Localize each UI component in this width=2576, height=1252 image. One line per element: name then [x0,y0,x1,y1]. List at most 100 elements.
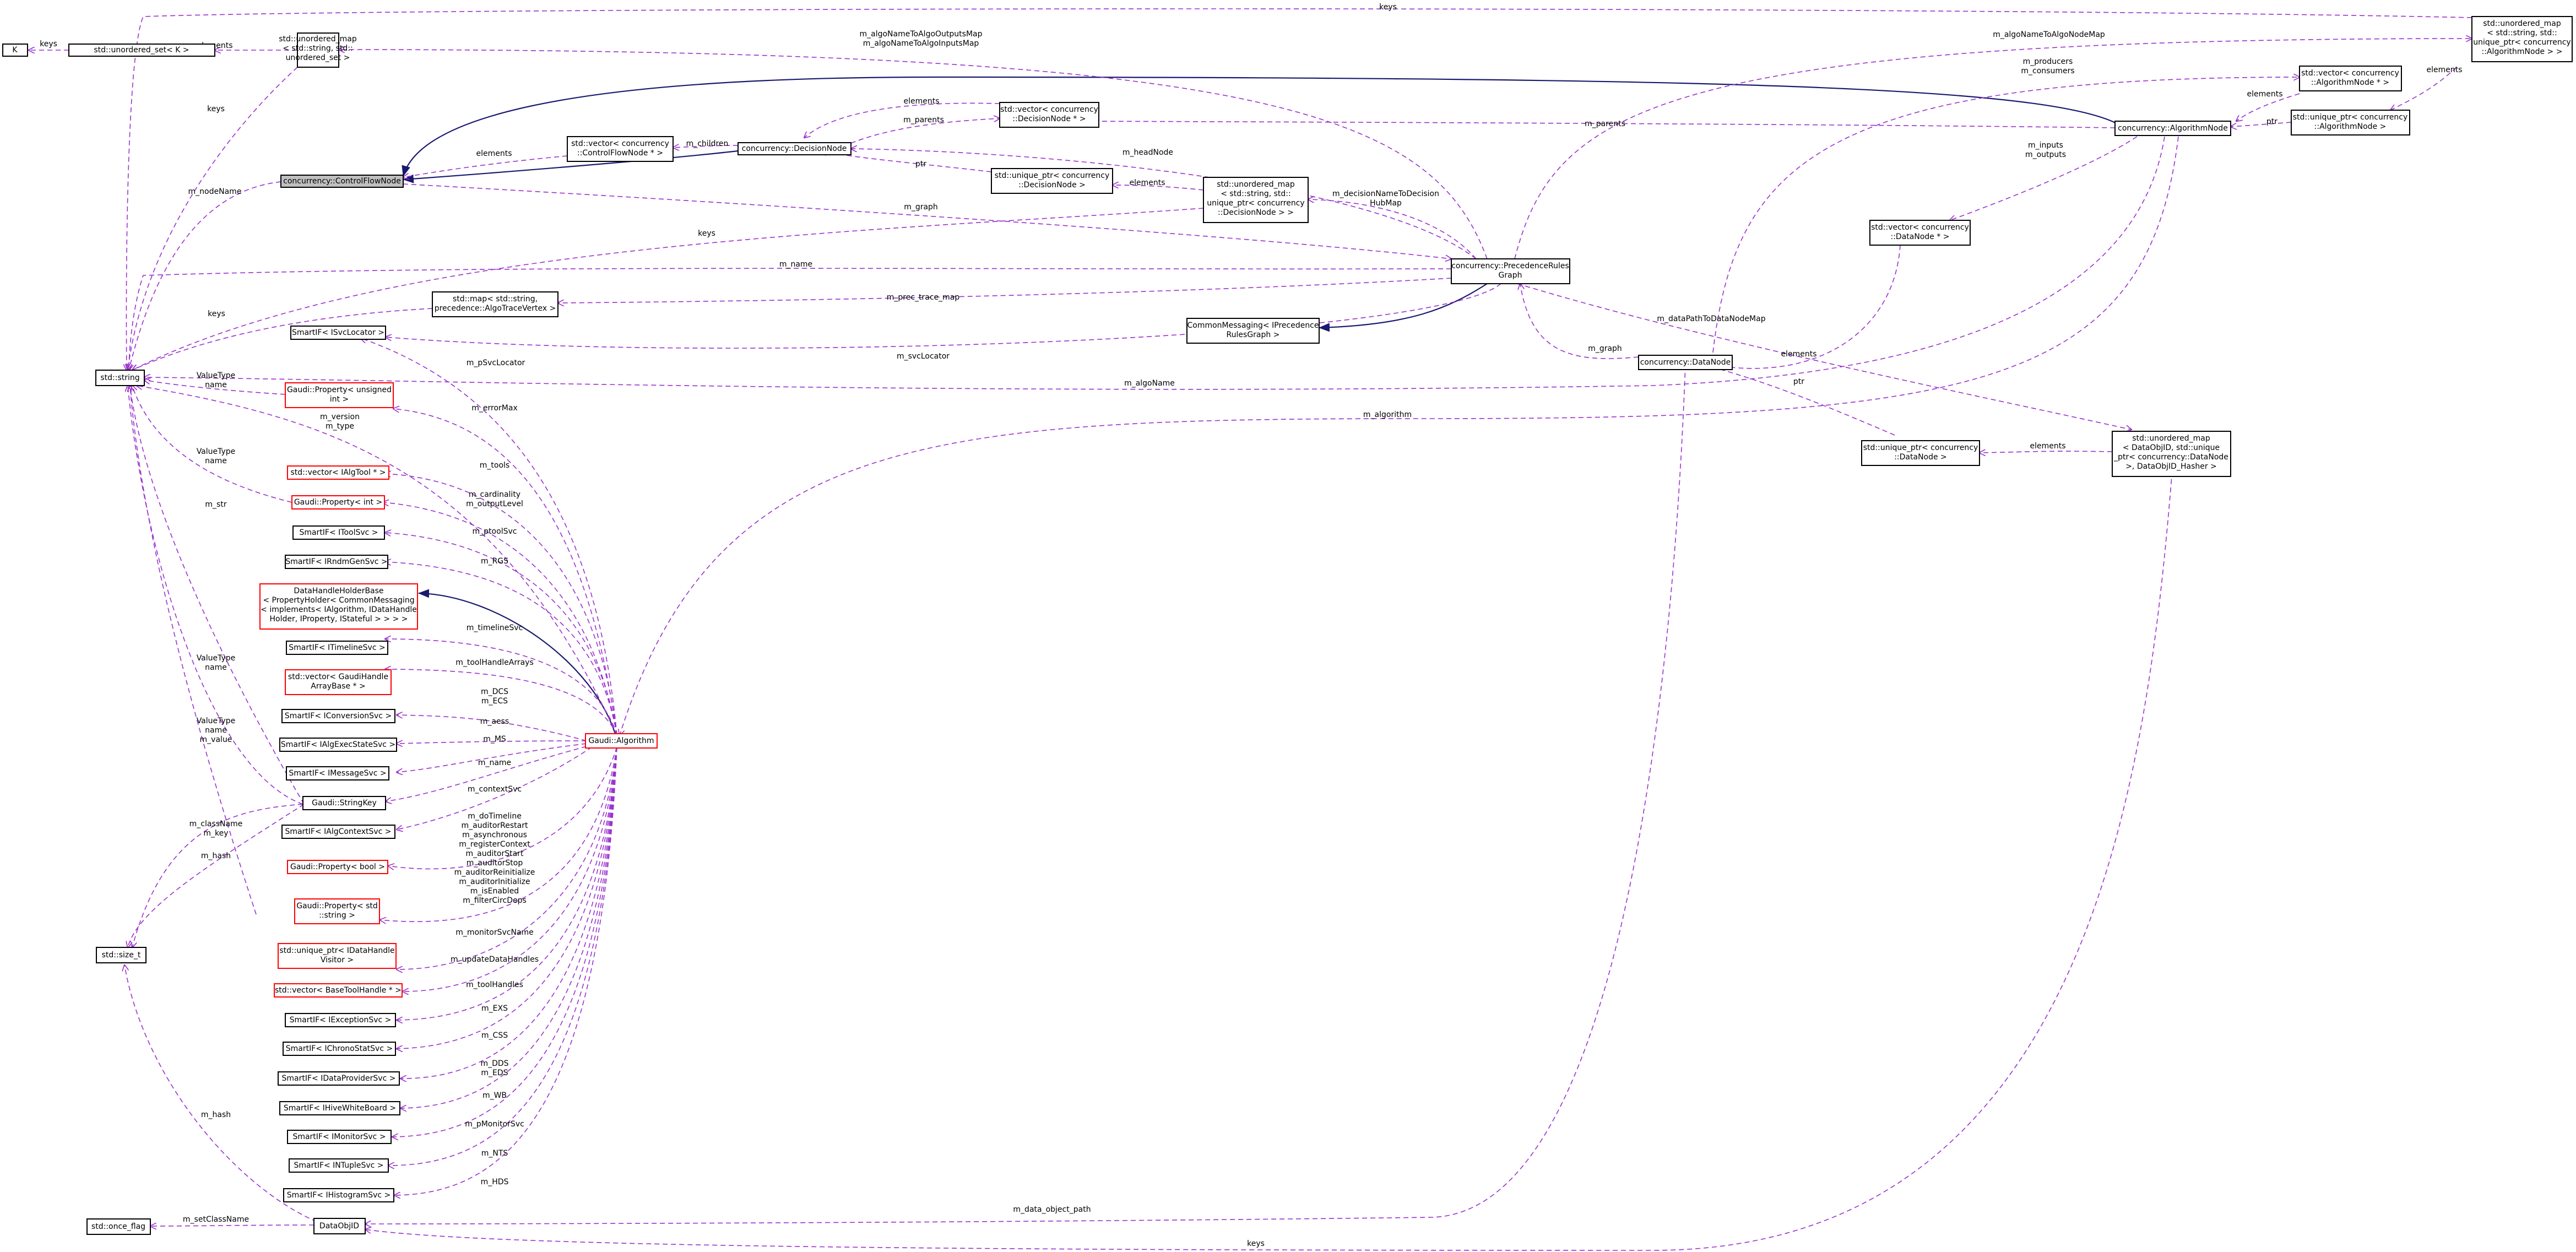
node-property-bool[interactable]: Gaudi::Property< bool > [287,860,388,874]
node-K[interactable]: K [2,44,28,57]
node-smartif-timelinesvc[interactable]: SmartIF< ITimelineSvc > [286,641,388,655]
node-box [283,1042,396,1056]
node-vector-decision-node[interactable]: std::vector< concurrency::DecisionNode *… [999,102,1099,128]
node-gaudi-algorithm[interactable]: Gaudi::Algorithm [585,733,658,749]
node-smartif-monitorsvc[interactable]: SmartIF< IMonitorSvc > [287,1130,392,1144]
node-property-string[interactable]: Gaudi::Property< std::string > [294,898,380,924]
node-box [68,44,215,57]
label-line: std::vector< concurrency [1000,105,1098,114]
edge-elements-an2 [2236,93,2300,121]
node-box [2114,121,2231,136]
label-line: m_algorithm [1363,410,1412,419]
edge-set-class-name [150,1225,314,1226]
label-line: m_filterCircDeps [463,896,527,905]
node-vector-data-node[interactable]: std::vector< concurrency::DataNode * > [1869,220,1971,246]
node-label: std::unordered_map< std::string, std::un… [279,35,357,62]
node-data-node[interactable]: concurrency::DataNode [1638,355,1733,370]
node-unique-ptr-decision-node[interactable]: std::unique_ptr< concurrency::DecisionNo… [991,168,1113,194]
label-line: m_hash [201,852,231,860]
label-line: m_CSS [481,1031,508,1040]
node-datahandleholderbase[interactable]: DataHandleHolderBase< PropertyHolder< Co… [259,583,418,630]
node-smartif-messagesvc[interactable]: SmartIF< IMessageSvc > [286,766,389,781]
node-unique-ptr-algorithm-node[interactable]: std::unique_ptr< concurrency::AlgorithmN… [2291,110,2410,136]
node-decision-node[interactable]: concurrency::DecisionNode [737,142,852,155]
inheritance-edge-datahandleholderbase [418,589,618,740]
node-unique-ptr-data-node[interactable]: std::unique_ptr< concurrency::DataNode > [1861,440,1980,466]
node-unordered-map-decision-node[interactable]: std::unordered_map< std::string, std::un… [1203,177,1309,223]
node-box [278,1071,400,1086]
edge-ms [397,743,587,772]
edge-label-keys-K: keys [40,40,57,48]
node-unordered-set[interactable]: std::unordered_set< K > [68,44,215,57]
edge-label-tool-handles: m_toolHandles [466,980,523,989]
edge-class-key [132,804,303,947]
node-size-t[interactable]: std::size_t [96,947,147,963]
node-vector-basetoolhandle[interactable]: std::vector< BaseToolHandle * > [274,983,403,998]
label-line: std::string [100,373,139,382]
node-gaudi-stringkey[interactable]: Gaudi::StringKey [302,796,386,810]
label-line: std::unique_ptr< concurrency [2293,113,2408,122]
node-map-algo-trace-vertex[interactable]: std::map< std::string,precedence::AlgoTr… [432,291,558,317]
node-label: SmartIF< IHiveWhiteBoard > [284,1104,396,1113]
node-smartif-conversionsvc[interactable]: SmartIF< IConversionSvc > [281,709,395,723]
node-smartif-algexecstatesvc[interactable]: SmartIF< IAlgExecStateSvc > [279,738,397,752]
node-control-flow-node[interactable]: concurrency::ControlFlowNode [280,175,404,188]
node-once-flag[interactable]: std::once_flag [86,1218,151,1235]
node-label: std::string [100,373,139,382]
node-smartif-hivewhiteboard[interactable]: SmartIF< IHiveWhiteBoard > [279,1101,400,1115]
edge-m-hash-upper [128,804,305,947]
node-smartif-toolsvc[interactable]: SmartIF< IToolSvc > [292,525,385,540]
node-label: Gaudi::Property< std::string > [296,902,378,920]
node-label: concurrency::ControlFlowNode [283,177,401,186]
node-dataobjid[interactable]: DataObjID [313,1218,366,1234]
node-box [274,983,403,998]
edge-head-node [851,149,1477,259]
node-smartif-rndmgensvc[interactable]: SmartIF< IRndmGenSvc > [285,555,388,569]
label-line: Gaudi::StringKey [312,799,377,807]
label-line: m_name [478,758,511,767]
node-algorithm-node[interactable]: concurrency::AlgorithmNode [2114,121,2231,136]
node-smartif-exceptionsvc[interactable]: SmartIF< IExceptionSvc > [285,1013,396,1027]
label-line: >, DataObjID_Hasher > [2125,462,2217,471]
label-line: std::unordered_map [279,35,357,44]
node-box [294,898,380,924]
node-label: std::unordered_map< std::string, std::un… [2473,19,2570,56]
edge-label-hds: m_HDS [481,1178,509,1186]
node-smartif-chronostatsvc[interactable]: SmartIF< IChronoStatSvc > [283,1042,396,1056]
node-vector-control-flow-node[interactable]: std::vector< concurrency::ControlFlowNod… [567,136,674,162]
edge-parents-dn [850,118,1000,144]
node-property-int[interactable]: Gaudi::Property< int > [291,495,385,510]
node-vector-ialgtool[interactable]: std::vector< IAlgTool * > [287,465,389,480]
label-line: std::size_t [102,951,141,960]
node-label: Gaudi::Property< bool > [290,863,385,871]
node-smartif-algcontextsvc[interactable]: SmartIF< IAlgContextSvc > [281,825,395,839]
label-line: ::AlgorithmNode * > [2311,78,2389,87]
label-line: ValueType [197,717,236,725]
node-box [1186,318,1320,344]
label-line: precedence::AlgoTraceVertex > [435,304,556,313]
node-smartif-ntuplesvc[interactable]: SmartIF< INTupleSvc > [289,1158,389,1173]
node-unordered-map-algorithm-node[interactable]: std::unordered_map< std::string, std::un… [2471,16,2573,62]
label-line: Gaudi::Property< int > [294,498,382,507]
node-smartif-dataprovidersvc[interactable]: SmartIF< IDataProviderSvc > [278,1071,400,1086]
node-vector-algorithm-node[interactable]: std::vector< concurrency::AlgorithmNode … [2299,66,2402,91]
node-smartif-histogramsvc[interactable]: SmartIF< IHistogramSvc > [283,1188,394,1202]
node-smartif-svclocator[interactable]: SmartIF< ISvcLocator > [290,326,386,340]
label-line: < DataObjID, std::unique [2123,443,2220,452]
edge-m-name-top [129,268,1452,370]
label-line: m_auditorRestart [462,821,529,830]
node-unordered-map-dataobjid[interactable]: std::unordered_map< DataObjID, std::uniq… [2112,431,2231,477]
label-line: m_registerContext [459,840,530,849]
label-line: m_outputLevel [466,500,523,508]
edge-label-css: m_CSS [481,1031,508,1040]
node-string[interactable]: std::string [95,370,145,386]
node-unordered-map-string-set[interactable]: std::unordered_map< std::string, std::un… [279,32,357,68]
